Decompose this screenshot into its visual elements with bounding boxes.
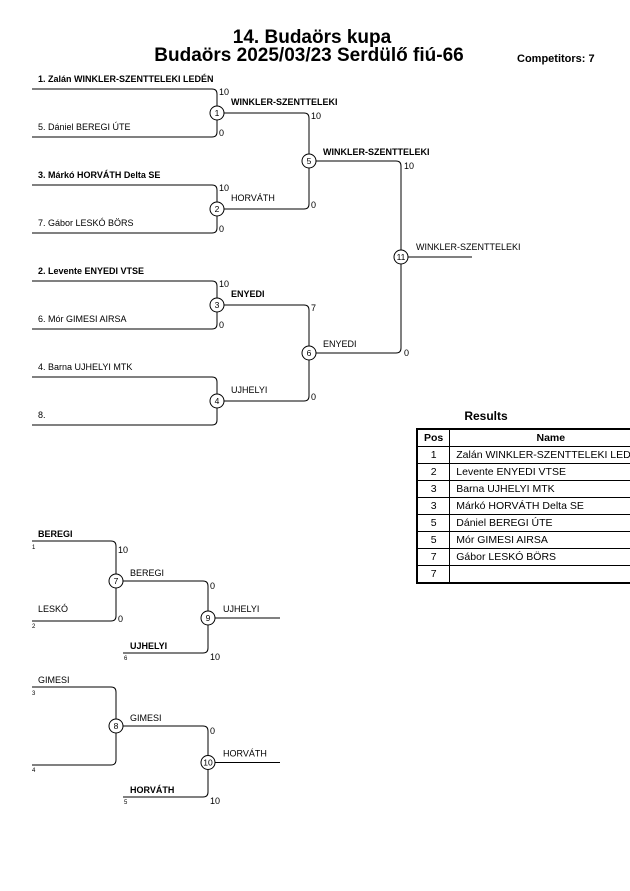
results-name: Mór GIMESI AIRSA	[449, 531, 630, 549]
bracket-connector	[316, 160, 402, 354]
score-top: 10	[219, 87, 229, 97]
results-name: Zalán WINKLER-SZENTTELEKI LEDÉN	[449, 446, 630, 464]
results-name	[449, 565, 630, 584]
match-number: 5	[307, 156, 312, 166]
entrant-name: 7. Gábor LESKÓ BÖRS	[38, 218, 134, 228]
entrant-name: 6. Mór GIMESI AIRSA	[38, 314, 127, 324]
results-pos: 1	[416, 446, 451, 464]
score-bottom: 0	[219, 128, 224, 138]
results-pos: 5	[416, 514, 451, 532]
repechage-top-name: BEREGI	[38, 529, 73, 539]
results-name: Dániel BEREGI ÚTE	[449, 514, 630, 532]
repechage-seed: 4	[32, 768, 36, 774]
results-row: 7	[416, 565, 630, 584]
repechage-seed: 3	[32, 691, 36, 697]
match-number: 2	[215, 204, 220, 214]
repechage-bracket: BEREGI1LESKÓ27100BEREGIUJHELYI69010UJHEL…	[32, 529, 280, 806]
score-top: 10	[404, 161, 414, 171]
repechage-third-name: HORVÁTH	[130, 785, 174, 795]
results-name: Barna UJHELYI MTK	[449, 480, 630, 498]
winner-name: ENYEDI	[323, 339, 357, 349]
score-top: 0	[210, 726, 215, 736]
results-header-name: Name	[449, 428, 630, 447]
repechage-seed: 2	[32, 624, 36, 630]
results-header-pos: Pos	[416, 428, 451, 447]
results-pos: 7	[416, 565, 451, 584]
bracket-connector	[32, 686, 117, 766]
match-number: 8	[114, 721, 119, 731]
match-number: 4	[215, 396, 220, 406]
results-title: Results	[464, 409, 508, 423]
results-name: Levente ENYEDI VTSE	[449, 463, 630, 481]
winner-name: WINKLER-SZENTTELEKI	[231, 97, 338, 107]
results-pos: 3	[416, 497, 451, 515]
score-bottom: 0	[404, 348, 409, 358]
score-top: 10	[219, 183, 229, 193]
results-pos: 3	[416, 480, 451, 498]
score-bottom: 0	[219, 224, 224, 234]
match-number: 10	[203, 758, 213, 768]
results-header-row: Pos Name	[416, 428, 630, 447]
repechage-seed: 1	[32, 545, 36, 551]
match-number: 7	[114, 576, 119, 586]
winner-name: BEREGI	[130, 568, 164, 578]
winner-name: GIMESI	[130, 713, 162, 723]
match-number: 9	[206, 613, 211, 623]
match-number: 1	[215, 108, 220, 118]
entrant-name: 2. Levente ENYEDI VTSE	[38, 266, 144, 276]
results-name: Márkó HORVÁTH Delta SE	[449, 497, 630, 515]
score-bottom: 0	[311, 200, 316, 210]
repechage-bottom-name: LESKÓ	[38, 604, 68, 614]
score-top: 10	[219, 279, 229, 289]
score-bottom: 0	[311, 392, 316, 402]
bronze-winner-name: HORVÁTH	[223, 749, 267, 759]
winner-name: UJHELYI	[231, 385, 267, 395]
score-bottom: 0	[118, 614, 123, 624]
entrant-name: 1. Zalán WINKLER-SZENTTELEKI LEDÉN	[38, 74, 214, 84]
match-number: 6	[307, 348, 312, 358]
results-pos: 2	[416, 463, 451, 481]
score-bottom: 0	[219, 320, 224, 330]
score-bottom: 10	[210, 652, 220, 662]
winner-name: WINKLER-SZENTTELEKI	[323, 147, 430, 157]
entrant-name: 8.	[38, 410, 46, 420]
tournament-title: 14. Budaörs kupa	[232, 27, 392, 48]
entrant-name: 4. Barna UJHELYI MTK	[38, 362, 132, 372]
score-top: 10	[118, 545, 128, 555]
main-bracket: 1. Zalán WINKLER-SZENTTELEKI LEDÉN 5. Dán…	[32, 74, 521, 426]
score-top: 0	[210, 581, 215, 591]
repechage-top-name: GIMESI	[38, 675, 70, 685]
winner-name: HORVÁTH	[231, 193, 275, 203]
match-number: 11	[397, 252, 406, 262]
entrant-name: 3. Márkó HORVÁTH Delta SE	[38, 170, 160, 180]
score-bottom: 10	[210, 796, 220, 806]
results-pos: 7	[416, 548, 451, 566]
repechage-seed: 6	[124, 656, 128, 662]
match-number: 3	[215, 300, 220, 310]
results-pos: 5	[416, 531, 451, 549]
score-top: 7	[311, 303, 316, 313]
champion-name: WINKLER-SZENTTELEKI	[416, 242, 521, 252]
bracket-connector	[32, 376, 218, 426]
repechage-seed: 5	[124, 800, 128, 806]
bronze-winner-name: UJHELYI	[223, 604, 259, 614]
entrant-name: 5. Dániel BEREGI ÚTE	[38, 122, 131, 132]
winner-name: ENYEDI	[231, 289, 265, 299]
score-top: 10	[311, 111, 321, 121]
results-name: Gábor LESKÓ BÖRS	[449, 548, 630, 566]
repechage-third-name: UJHELYI	[130, 641, 167, 651]
competitors-count: Competitors: 7	[517, 53, 595, 65]
event-subtitle: Budaörs 2025/03/23 Serdülő fiú-66	[154, 45, 464, 66]
